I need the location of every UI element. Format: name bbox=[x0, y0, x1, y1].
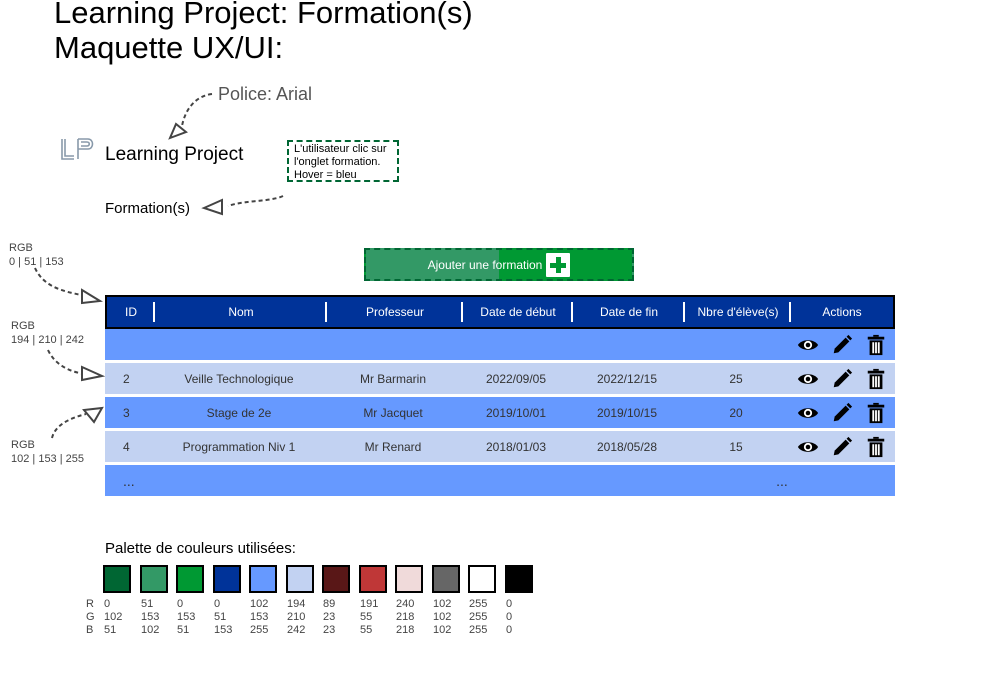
header-date-fin: Date de fin bbox=[573, 297, 685, 327]
color-swatch bbox=[359, 565, 387, 593]
trash-icon[interactable] bbox=[865, 436, 887, 458]
color-swatch bbox=[213, 565, 241, 593]
tab-formations[interactable]: Formation(s) bbox=[105, 200, 191, 217]
rgb-note-dark: RGB 102 | 153 | 255 bbox=[11, 439, 84, 465]
row-actions bbox=[789, 368, 895, 390]
color-swatch bbox=[176, 565, 204, 593]
header-professeur: Professeur bbox=[327, 297, 463, 327]
color-swatch bbox=[432, 565, 460, 593]
eye-icon[interactable] bbox=[797, 334, 819, 356]
color-swatch bbox=[322, 565, 350, 593]
doc-subtitle: Maquette UX/UI: bbox=[54, 30, 284, 65]
color-swatch bbox=[286, 565, 314, 593]
pencil-icon[interactable] bbox=[831, 368, 853, 390]
header-date-debut: Date de début bbox=[463, 297, 573, 327]
header-id: ID bbox=[107, 297, 155, 327]
table-row[interactable]: 4 Programmation Niv 1 Mr Renard 2018/01/… bbox=[105, 431, 895, 462]
table-row[interactable]: 2 Veille Technologique Mr Barmarin 2022/… bbox=[105, 363, 895, 394]
color-swatch bbox=[103, 565, 131, 593]
trash-icon[interactable] bbox=[865, 334, 887, 356]
color-swatch bbox=[468, 565, 496, 593]
rgb-labels: R G B bbox=[86, 598, 95, 636]
more-rows-indicator: ... bbox=[123, 472, 135, 489]
header-nbre-eleves: Nbre d'élève(s) bbox=[685, 297, 791, 327]
add-formation-button[interactable]: Ajouter une formation bbox=[364, 248, 634, 281]
header-actions: Actions bbox=[822, 305, 862, 319]
eye-icon[interactable] bbox=[797, 436, 819, 458]
color-swatch bbox=[140, 565, 168, 593]
table-row[interactable]: 3 Stage de 2e Mr Jacquet 2019/10/01 2019… bbox=[105, 397, 895, 428]
doc-title: Learning Project: Formation(s) bbox=[54, 0, 473, 30]
pencil-icon[interactable] bbox=[831, 402, 853, 424]
palette-title: Palette de couleurs utilisées: bbox=[105, 540, 296, 557]
pencil-icon[interactable] bbox=[831, 436, 853, 458]
trash-icon[interactable] bbox=[865, 402, 887, 424]
table-row-more: ... ... bbox=[105, 465, 895, 496]
rgb-note-header: RGB 0 | 51 | 153 bbox=[9, 242, 64, 268]
row-actions bbox=[789, 402, 895, 424]
rgb-note-light: RGB 194 | 210 | 242 bbox=[11, 320, 84, 346]
eye-icon[interactable] bbox=[797, 368, 819, 390]
eye-icon[interactable] bbox=[797, 402, 819, 424]
plus-icon bbox=[546, 252, 571, 277]
formations-table: ID Nom Professeur Date de début Date de … bbox=[105, 295, 895, 496]
more-actions-indicator: ... bbox=[776, 472, 788, 489]
logo-icon bbox=[61, 138, 94, 160]
row-actions bbox=[789, 436, 895, 458]
color-swatch bbox=[249, 565, 277, 593]
app-name: Learning Project bbox=[105, 144, 244, 165]
color-swatch bbox=[505, 565, 533, 593]
pencil-icon[interactable] bbox=[831, 334, 853, 356]
table-header: ID Nom Professeur Date de début Date de … bbox=[105, 295, 895, 329]
row-actions bbox=[789, 334, 895, 356]
table-row[interactable] bbox=[105, 329, 895, 360]
font-note: Police: Arial bbox=[218, 84, 313, 104]
trash-icon[interactable] bbox=[865, 368, 887, 390]
color-swatch bbox=[395, 565, 423, 593]
callout-note: L'utilisateur clic sur l'onglet formatio… bbox=[287, 140, 399, 182]
header-nom: Nom bbox=[155, 297, 327, 327]
